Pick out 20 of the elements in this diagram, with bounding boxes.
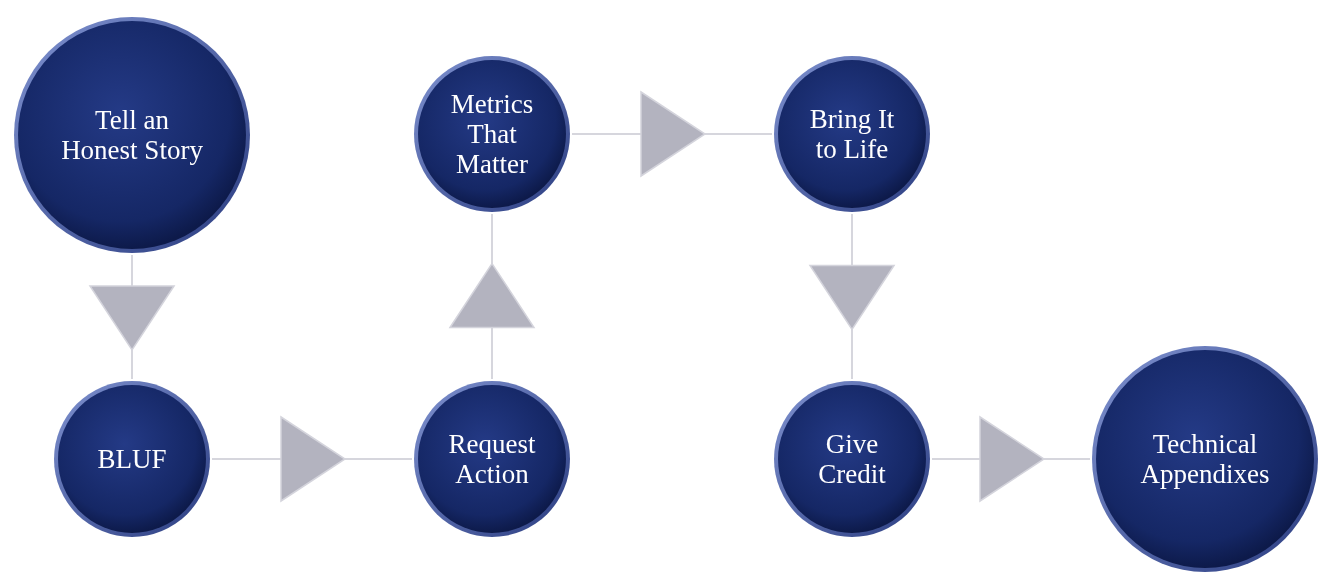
arrow bbox=[931, 416, 1091, 502]
node-label: Metrics That Matter bbox=[449, 89, 535, 179]
arrow bbox=[89, 254, 175, 380]
arrow bbox=[809, 213, 895, 380]
node-label: Tell an Honest Story bbox=[60, 105, 204, 165]
circle-node bbox=[1090, 344, 1320, 573]
arrow bbox=[449, 213, 535, 380]
arrow bbox=[211, 416, 413, 502]
circle-node bbox=[772, 54, 932, 214]
circle-node bbox=[412, 54, 572, 214]
circle-node bbox=[412, 379, 572, 539]
circle-node bbox=[52, 379, 212, 539]
node-label: Technical Appendixes bbox=[1139, 429, 1271, 489]
node-label: Give Credit bbox=[817, 429, 887, 489]
node-label: Bring It to Life bbox=[808, 104, 896, 164]
circle-node bbox=[12, 15, 252, 255]
node-label: BLUF bbox=[96, 444, 168, 474]
arrow bbox=[571, 91, 773, 177]
node-label: Request Action bbox=[447, 429, 537, 489]
circle-node bbox=[772, 379, 932, 539]
